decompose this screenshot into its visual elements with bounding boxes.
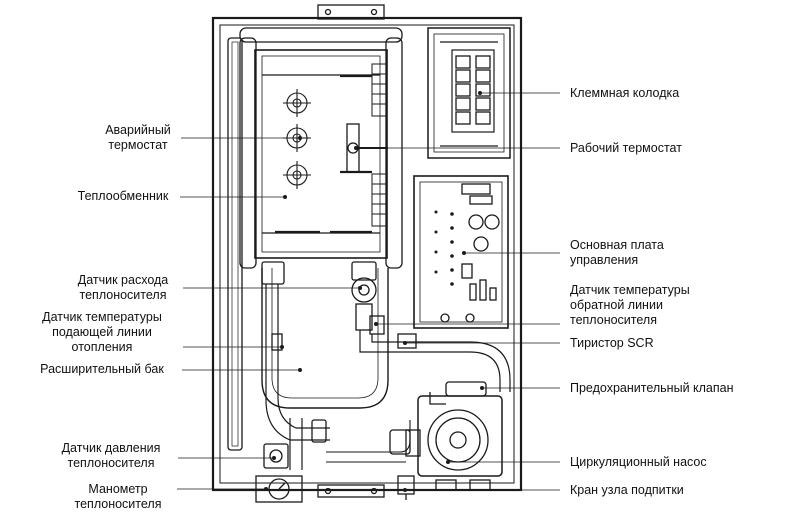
label-working-thermostat: Рабочий термостат [570,141,682,155]
circulation-pump-drawing [405,395,503,477]
label-supply-temp-sensor: Датчик температуры подающей линии отопле… [42,310,162,354]
label-makeup-valve: Кран узла подпитки [570,483,684,497]
label-return-temp-sensor: Датчик температуры обратной линии теплон… [570,283,690,327]
label-manometer: Манометр теплоносителя [74,482,162,511]
label-terminal-block: Клеммная колодка [570,86,680,100]
leader-lines-left [177,137,360,490]
label-safety-valve: Предохранительный клапан [570,381,734,395]
label-heat-exchanger: Теплообменник [77,189,169,203]
manometer-drawing [255,475,303,503]
label-expansion-tank: Расширительный бак [40,362,164,376]
label-scr-thyristor: Тиристор SCR [570,336,654,350]
leader-lines-right [356,92,560,491]
expansion-tank-drawing [261,268,389,409]
pressure-sensor-drawing [263,443,289,469]
label-flow-sensor: Датчик расхода теплоносителя [77,273,169,302]
label-pressure-sensor: Датчик давления теплоносителя [61,441,161,470]
heat-exchanger-frame [254,49,388,259]
supply-sensor-drawing [271,333,283,351]
label-main-board: Основная плата управления [570,238,664,267]
safety-valve-drawing [429,381,487,405]
boiler-casing [211,16,523,492]
heating-element-studs [371,63,387,227]
main-board-drawing [413,175,509,329]
label-emergency-thermostat: Аварийный термостат [105,123,171,152]
flow-sensor-drawing [351,261,385,335]
makeup-valve-drawing [397,475,415,500]
scr-drawing [397,333,417,349]
emergency-thermostat-drawing [283,89,311,189]
label-circulation-pump: Циркуляционный насос [570,455,707,469]
